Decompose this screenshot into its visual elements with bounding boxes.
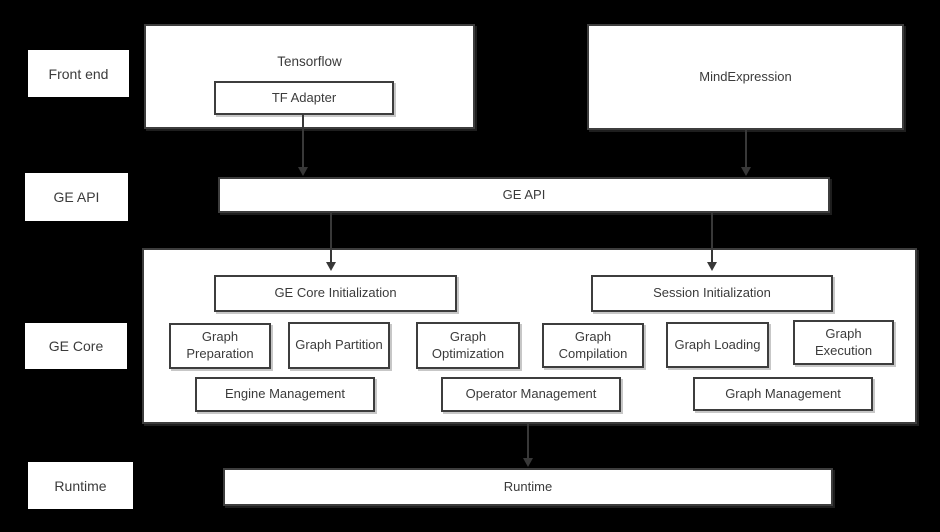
graph-compilation-box: Graph Compilation: [542, 323, 644, 368]
tensorflow-box: Tensorflow TF Adapter: [144, 24, 475, 129]
row-label-ge-api: GE API: [25, 173, 128, 221]
mind-expression-box: MindExpression: [587, 24, 904, 130]
row-label-runtime: Runtime: [28, 462, 133, 509]
arrow-down-icon: [523, 458, 533, 467]
graph-preparation-box: Graph Preparation: [169, 323, 271, 369]
session-initialization-box: Session Initialization: [591, 275, 833, 312]
arrow-shaft: [527, 424, 529, 458]
ge-core-initialization-box: GE Core Initialization: [214, 275, 457, 312]
graph-partition-box: Graph Partition: [288, 322, 390, 369]
row-label-front-end: Front end: [28, 50, 129, 97]
ge-core-container: GE Core Initialization Session Initializ…: [142, 248, 917, 424]
row-label-ge-core: GE Core: [25, 323, 127, 369]
arrow-shaft: [302, 114, 304, 167]
graph-loading-box: Graph Loading: [666, 322, 769, 368]
graph-execution-box: Graph Execution: [793, 320, 894, 365]
arrow-shaft: [711, 213, 713, 262]
arrow-ge-api-to-ge-core-initialization: [326, 213, 336, 271]
arrow-down-icon: [298, 167, 308, 176]
arrow-shaft: [745, 130, 747, 167]
tensorflow-label: Tensorflow: [277, 54, 342, 69]
arrow-down-icon: [326, 262, 336, 271]
ge-api-bar: GE API: [218, 177, 830, 213]
graph-management-box: Graph Management: [693, 377, 873, 411]
arrow-down-icon: [707, 262, 717, 271]
operator-management-box: Operator Management: [441, 377, 621, 412]
arrow-tf-adapter-to-ge-api: [298, 114, 308, 176]
arrow-down-icon: [741, 167, 751, 176]
arrow-shaft: [330, 213, 332, 262]
arrow-ge-api-to-session-initialization: [707, 213, 717, 271]
graph-optimization-box: Graph Optimization: [416, 322, 520, 369]
runtime-bar: Runtime: [223, 468, 833, 506]
engine-management-box: Engine Management: [195, 377, 375, 412]
tf-adapter-box: TF Adapter: [214, 81, 394, 115]
arrow-mind-expression-to-ge-api: [741, 130, 751, 176]
arrow-ge-core-to-runtime: [523, 424, 533, 467]
